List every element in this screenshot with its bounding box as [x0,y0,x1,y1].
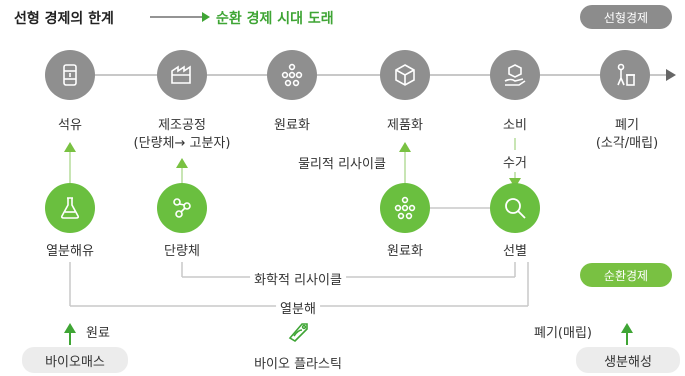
trash-person-icon [600,50,650,100]
biomass-pill: 바이오매스 [22,347,128,373]
leaf-tag-icon [284,318,312,350]
circular-step-label-pyrolysis-oil: 열분해유 [46,244,94,259]
pyrolysis-label: 열분해 [276,298,320,317]
circular-step-label-monomer: 단량체 [164,244,200,259]
header-title-linear: 선형 경제의 한계 [14,11,114,27]
linear-step-sublabel-manufacturing: (단량체→ 고분자) [133,136,231,151]
linear-step-sublabel-disposal: (소각/매립) [595,136,659,151]
bioplastic-label: 바이오 플라스틱 [254,357,342,372]
circular-step-label-raw: 원료화 [387,244,423,259]
magnifier-icon [490,183,540,233]
circular-economy-badge: 순환경제 [580,263,672,287]
linear-step-label-raw: 원료화 [274,118,310,133]
landfill-disposal-label: 폐기(매립) [534,326,592,341]
linear-step-label-disposal: 폐기 [615,118,639,133]
box-icon [380,50,430,100]
header-title-circular: 순환 경제 시대 도래 [216,11,334,27]
hand-cube-icon [490,50,540,100]
linear-step-label-consume: 소비 [503,118,527,133]
circular-step-label-sort: 선별 [503,244,527,259]
linear-step-label-oil: 석유 [58,118,82,133]
molecule-icon [267,50,317,100]
physical-recycle-label: 물리적 리사이클 [298,157,386,172]
flask-icon [45,183,95,233]
oil-barrel-icon [45,50,95,100]
linear-step-label-manufacturing: 제조공정 [158,118,206,133]
monomer-icon [157,183,207,233]
raw-material-label: 원료 [86,326,110,341]
linear-economy-badge: 선형경제 [580,5,672,29]
molecule-green-icon [380,183,430,233]
collect-label: 수거 [503,156,527,171]
linear-step-label-product: 제품화 [387,118,423,133]
factory-icon [157,50,207,100]
chemical-recycle-label: 화학적 리사이클 [250,269,346,288]
biodegradable-pill: 생분해성 [576,347,680,373]
